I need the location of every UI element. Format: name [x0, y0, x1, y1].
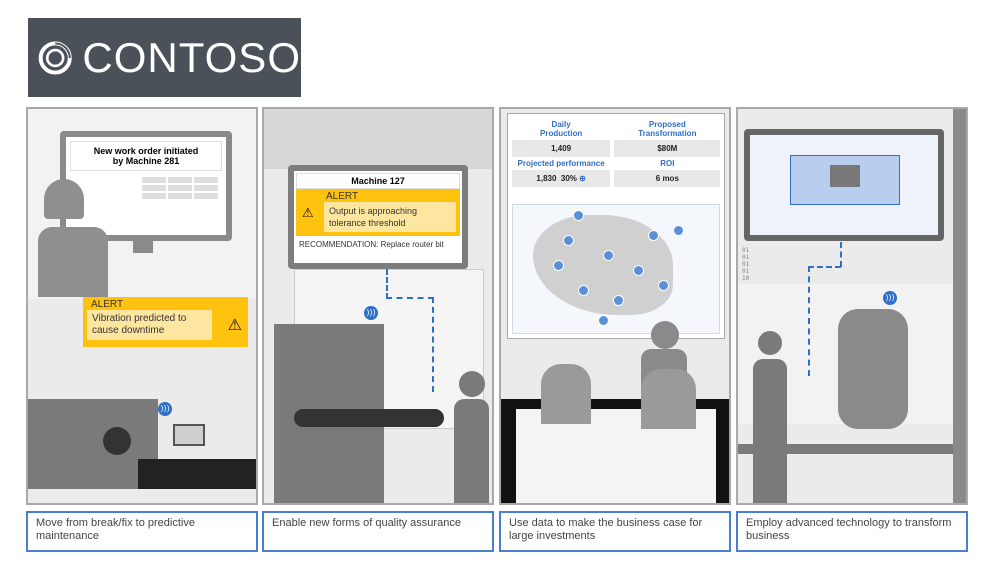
contoso-logo: CONTOSO: [28, 18, 301, 97]
warning-icon: ⚠: [302, 205, 314, 220]
monitor: [744, 129, 944, 241]
warning-icon: ⚠: [227, 317, 242, 334]
alert-tolerance: ALERT ⚠ Output is approaching tolerance …: [296, 189, 460, 236]
panel-quality-assurance: Machine 127 ALERT ⚠ Output is approachin…: [262, 107, 494, 505]
recommendation: RECOMMENDATION: Replace router bit: [299, 240, 444, 249]
worker-head: [44, 179, 84, 219]
daily-production-label: Daily Production: [540, 120, 583, 138]
wifi-icon: ))): [158, 402, 172, 416]
wifi-icon: ))): [883, 291, 897, 305]
alert-text: Vibration predicted to cause downtime: [87, 310, 212, 340]
panel-advanced-technology: ))) 0101010110: [736, 107, 968, 505]
binary-stream: 0101010110: [742, 247, 750, 282]
caption-2: Enable new forms of quality assurance: [262, 511, 494, 552]
wifi-icon: ))): [364, 306, 378, 320]
proposed-label: Proposed Transformation: [638, 120, 697, 138]
alert-text: Output is approaching tolerance threshol…: [324, 202, 456, 232]
panel-business-case: Daily Production Proposed Transformation…: [499, 107, 731, 505]
machine: [28, 399, 158, 489]
roi-label: ROI: [660, 159, 675, 168]
daily-production-value: 1,409: [512, 140, 611, 157]
map: [512, 204, 720, 334]
proposed-value: $80M: [614, 140, 721, 157]
inspector: [454, 399, 489, 503]
roi-value: 6 mos: [614, 170, 721, 187]
alert-title: ALERT: [326, 191, 359, 202]
alert-title: ALERT: [91, 299, 124, 310]
dashboard: Daily Production Proposed Transformation…: [507, 113, 725, 339]
technician: [753, 359, 787, 503]
arrow-up-icon: ⊕: [579, 174, 586, 183]
work-order-title: New work order initiated by Machine 281: [70, 141, 222, 171]
projected-percent: 30%: [560, 174, 577, 183]
conveyor: [294, 409, 444, 427]
projected-label: Projected performance: [517, 159, 605, 168]
robot-arm: [838, 309, 908, 429]
caption-1: Move from break/fix to predictive mainte…: [26, 511, 258, 552]
monitor: Machine 127 ALERT ⚠ Output is approachin…: [288, 165, 468, 269]
projected-value: 1,830 30% ⊕: [512, 170, 611, 187]
machine-title: Machine 127: [296, 173, 460, 189]
contoso-logo-icon: [38, 40, 72, 75]
projected-number: 1,830: [536, 174, 557, 183]
alert-vibration: ALERT Vibration predicted to cause downt…: [83, 297, 248, 347]
panel-predictive-maintenance: New work order initiated by Machine 281 …: [26, 107, 258, 505]
caption-4: Employ advanced technology to transform …: [736, 511, 968, 552]
worker-body: [38, 227, 108, 297]
monitor: New work order initiated by Machine 281: [60, 131, 232, 241]
logo-text: CONTOSO: [82, 33, 301, 81]
caption-3: Use data to make the business case for l…: [499, 511, 731, 552]
